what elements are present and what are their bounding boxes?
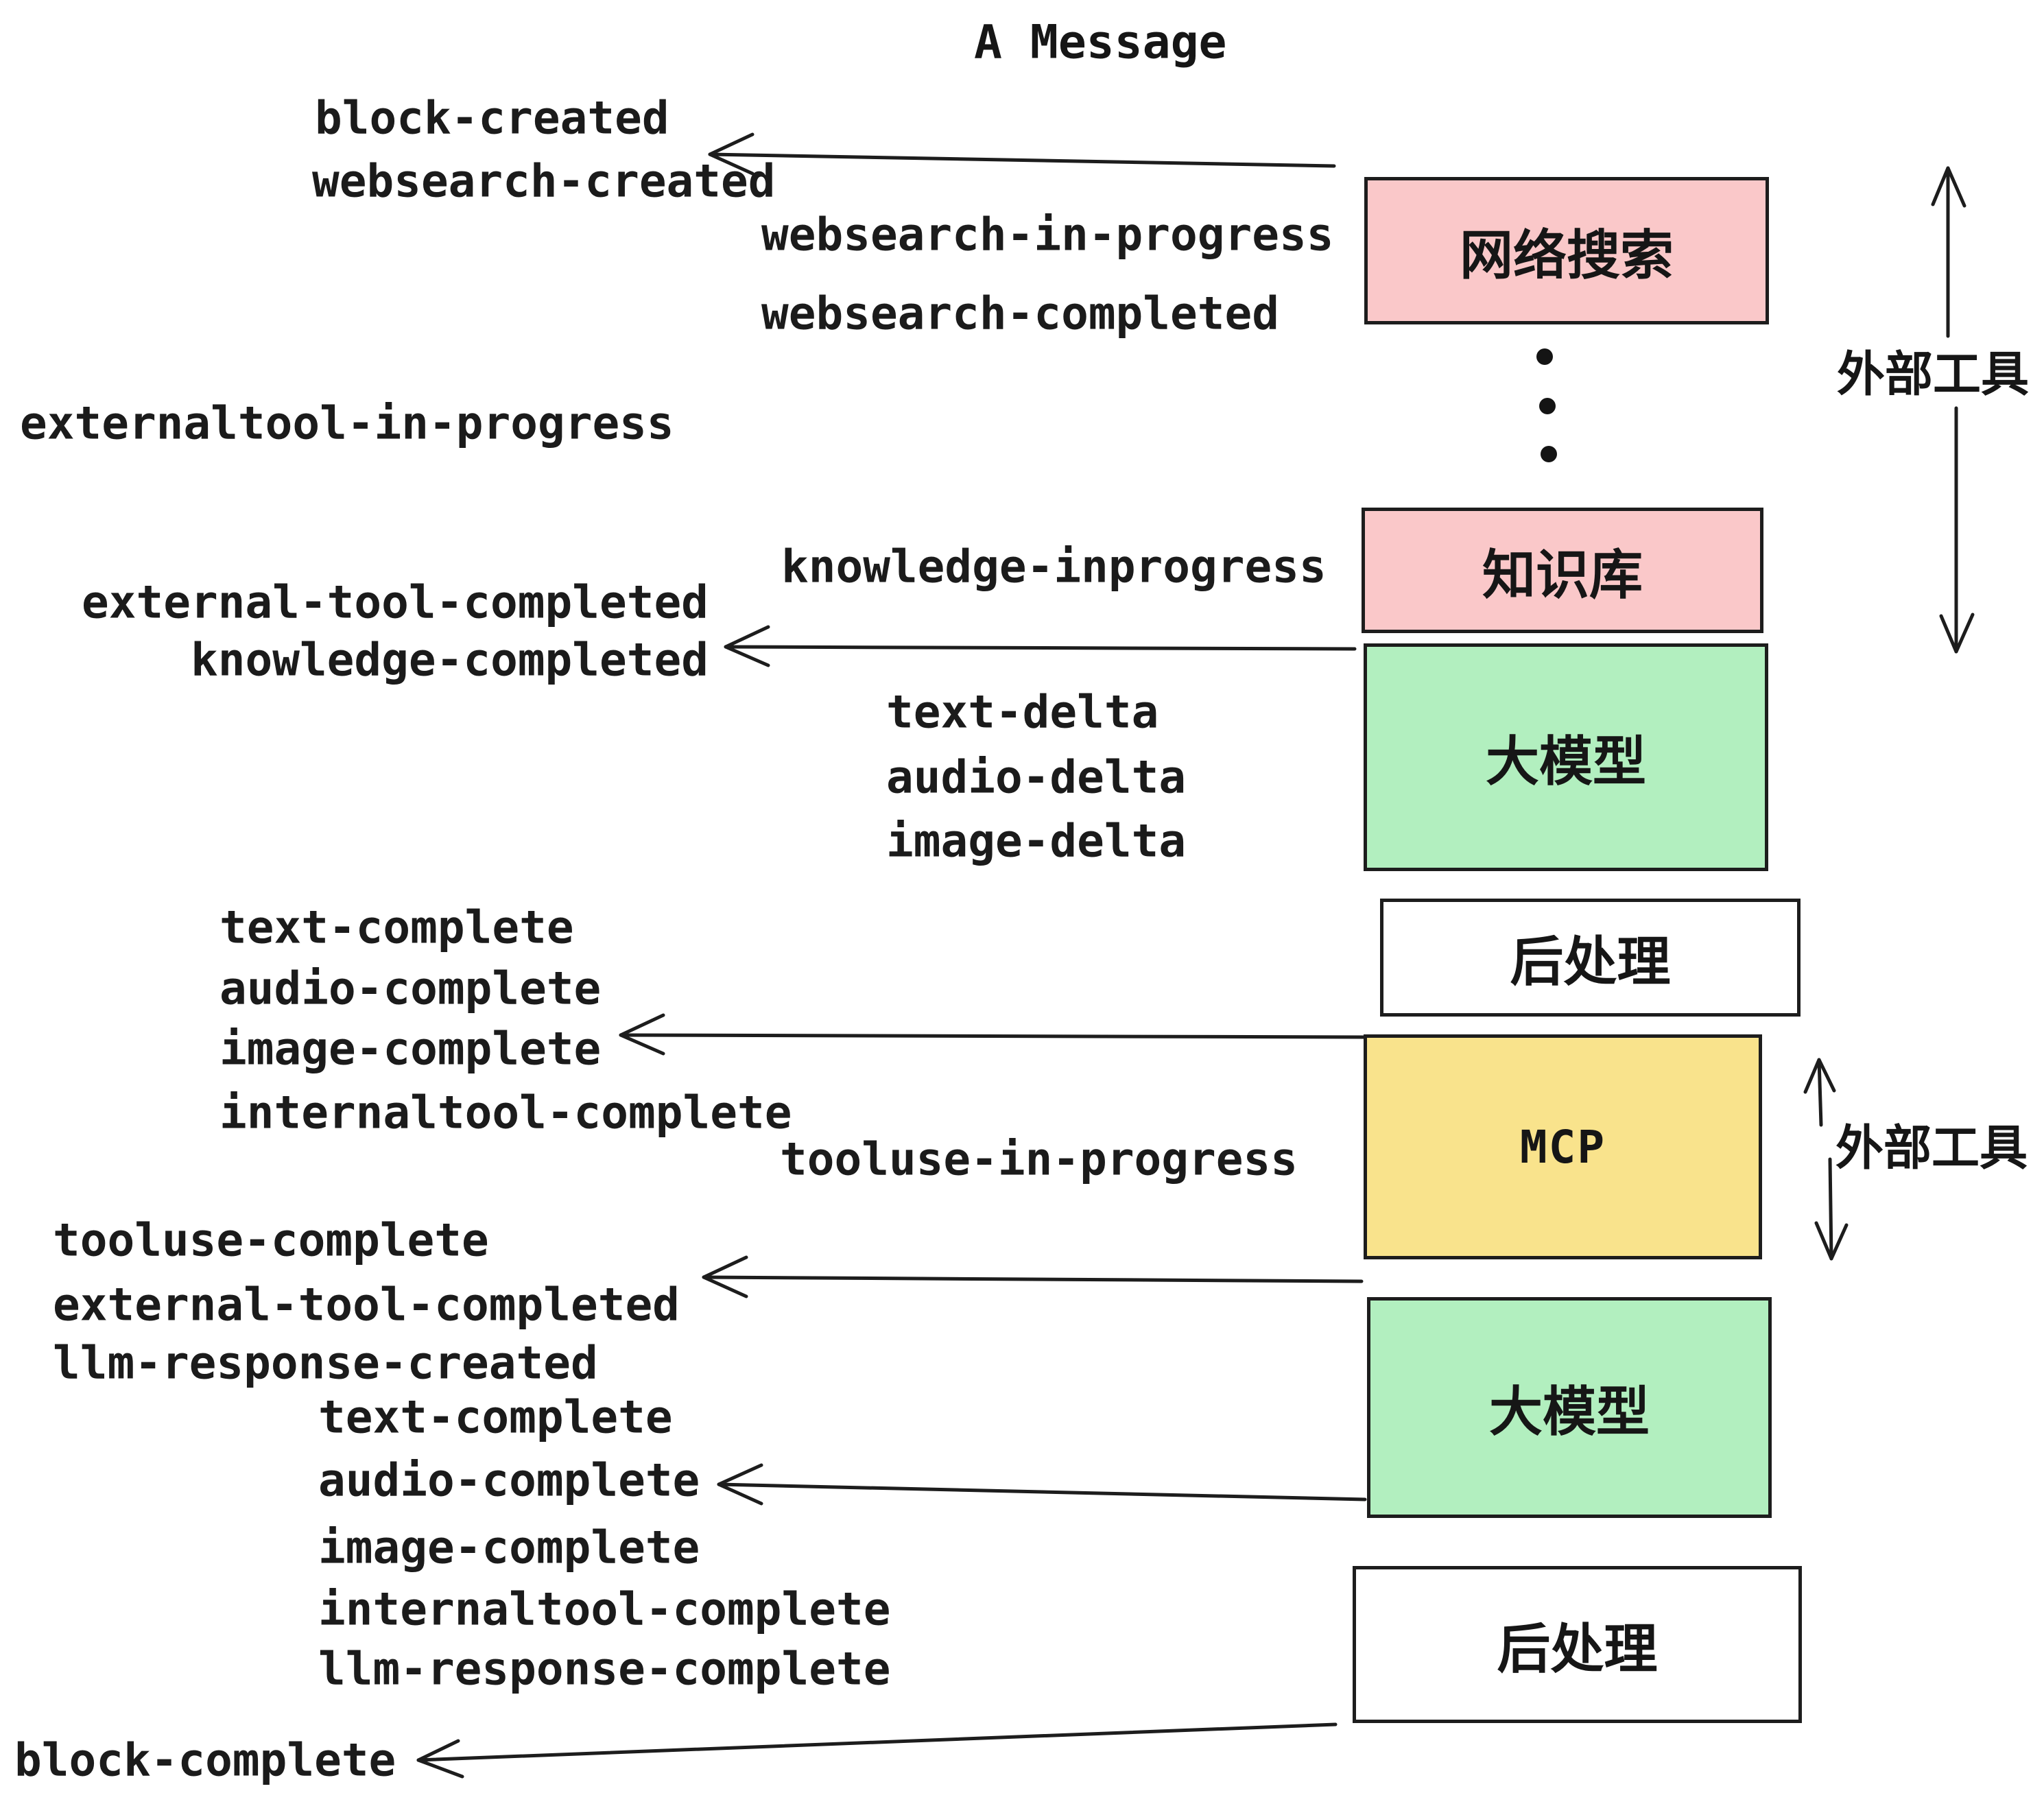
box-llm-2-label: 大模型: [1488, 1381, 1650, 1443]
side-label-external-tools-1: 外部工具: [1837, 346, 2029, 403]
arrow-external-tool-up-1: [1931, 166, 1966, 338]
event-external-tool-completed-2: external-tool-completed: [53, 1278, 680, 1331]
box-llm-1: 大模型: [1364, 643, 1768, 871]
box-postprocess-2-label: 后处理: [1497, 1618, 1658, 1681]
event-llm-response-created: llm-response-created: [53, 1336, 598, 1390]
event-audio-delta-1: audio-delta: [886, 750, 1187, 804]
box-postprocess-1: 后处理: [1380, 899, 1801, 1017]
event-externaltool-in-progress: externaltool-in-progress: [20, 396, 674, 450]
arrow-to-audio-complete: [717, 1463, 1367, 1506]
box-llm-1-label: 大模型: [1485, 731, 1646, 793]
side-label-external-tools-2: 外部工具: [1835, 1119, 2028, 1176]
event-image-complete-2: image-complete: [318, 1521, 700, 1574]
vertical-ellipsis-icon: [1539, 398, 1556, 414]
event-block-created: block-created: [315, 91, 669, 145]
event-tooluse-complete: tooluse-complete: [53, 1213, 489, 1267]
event-websearch-created: websearch-created: [312, 154, 776, 208]
arrow-external-tool-up-2: [1803, 1058, 1836, 1127]
event-llm-response-complete: llm-response-complete: [318, 1642, 891, 1696]
arrow-to-knowledge-completed: [724, 625, 1357, 667]
event-knowledge-completed: knowledge-completed: [191, 633, 709, 687]
event-tooluse-in-progress: tooluse-in-progress: [780, 1132, 1298, 1186]
event-knowledge-inprogress: knowledge-inprogress: [781, 540, 1327, 593]
box-knowledge-label: 知识库: [1482, 544, 1643, 606]
box-postprocess-2: 后处理: [1353, 1566, 1802, 1723]
event-image-delta-1: image-delta: [886, 814, 1187, 868]
arrow-to-tooluse-complete: [702, 1255, 1364, 1298]
event-internaltool-complete-2: internaltool-complete: [318, 1582, 891, 1636]
box-mcp-label: MCP: [1519, 1120, 1606, 1174]
arrow-to-block-created: [708, 132, 1336, 176]
vertical-ellipsis-icon: [1536, 348, 1553, 365]
arrow-to-block-complete: [416, 1722, 1338, 1779]
event-websearch-completed: websearch-completed: [761, 287, 1279, 340]
vertical-ellipsis-icon: [1541, 446, 1557, 462]
event-block-complete: block-complete: [14, 1733, 396, 1787]
event-text-complete-2: text-complete: [318, 1390, 673, 1444]
event-text-delta-1: text-delta: [886, 685, 1159, 739]
event-text-complete-1: text-complete: [219, 901, 574, 954]
box-llm-2: 大模型: [1367, 1297, 1772, 1518]
box-mcp: MCP: [1364, 1034, 1762, 1259]
event-websearch-in-progress: websearch-in-progress: [761, 208, 1334, 261]
arrow-to-image-complete: [619, 1013, 1367, 1056]
event-audio-complete-1: audio-complete: [219, 962, 602, 1015]
box-knowledge: 知识库: [1362, 508, 1763, 633]
arrow-external-tool-down-1: [1939, 406, 1975, 654]
box-websearch: 网络搜索: [1364, 177, 1769, 324]
event-internaltool-complete-1: internaltool-complete: [219, 1086, 792, 1139]
event-image-complete-1: image-complete: [219, 1022, 602, 1076]
event-external-tool-completed-1: external-tool-completed: [82, 575, 709, 629]
diagram-title: A Message: [974, 15, 1227, 70]
box-websearch-label: 网络搜索: [1459, 224, 1674, 287]
event-audio-complete-2: audio-complete: [318, 1453, 700, 1507]
box-postprocess-1-label: 后处理: [1510, 931, 1671, 993]
